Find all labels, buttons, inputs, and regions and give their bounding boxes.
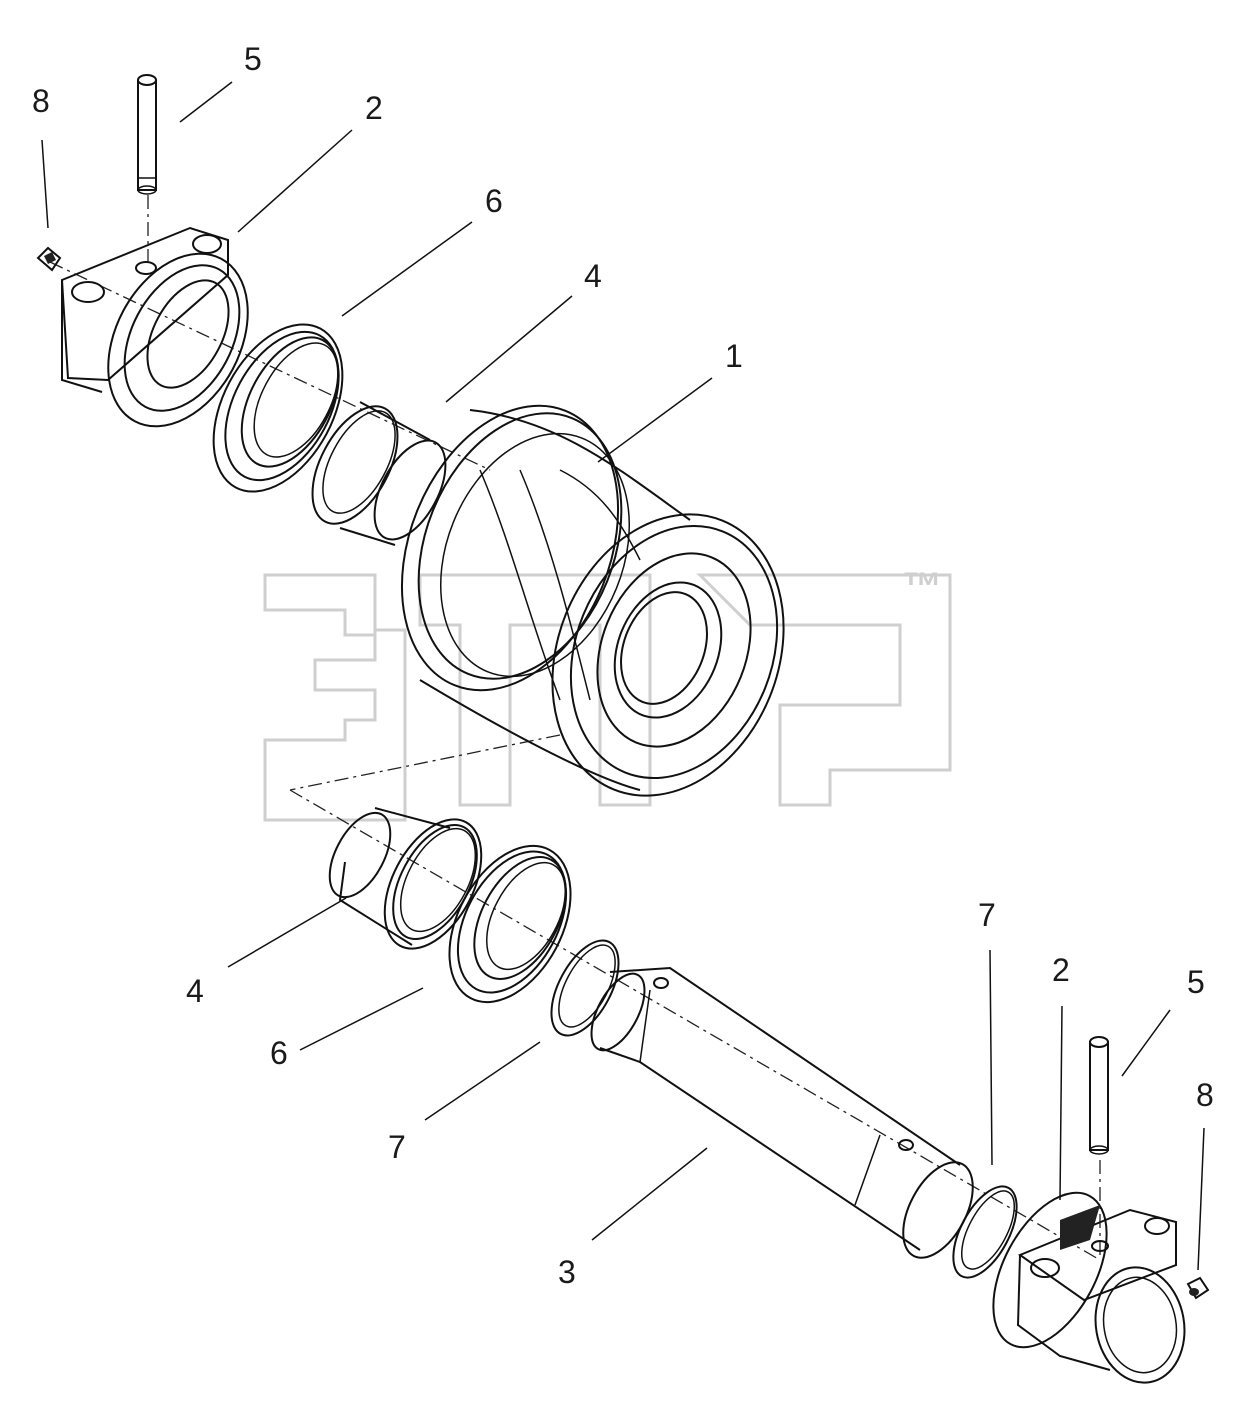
callout-1: 1 <box>725 338 743 374</box>
callout-7-left: 7 <box>388 1129 406 1165</box>
seal-lower <box>448 844 572 1004</box>
callout-2-upper: 2 <box>365 90 383 126</box>
leader-lines <box>41 81 1205 1271</box>
callout-5-upper: 5 <box>244 41 262 77</box>
grease-fitting-lower <box>1186 1276 1210 1300</box>
callout-5-lower: 5 <box>1187 964 1205 1000</box>
callout-8-lower: 8 <box>1196 1077 1214 1113</box>
grease-fitting-upper <box>36 246 62 272</box>
callout-6-upper: 6 <box>485 183 503 219</box>
bracket-lower <box>992 1191 1186 1384</box>
callout-6-lower: 6 <box>270 1035 288 1071</box>
pin-lower <box>1089 1036 1109 1155</box>
bracket-upper <box>60 226 249 428</box>
callout-3: 3 <box>558 1254 576 1290</box>
shaft <box>590 966 974 1259</box>
watermark-logo: ™ <box>263 565 952 822</box>
o-ring-right <box>952 1185 1018 1279</box>
callouts: 5 8 2 6 4 1 4 6 7 3 7 2 5 8 <box>32 41 1214 1290</box>
trademark-symbol: ™ <box>902 565 942 609</box>
callout-7-right: 7 <box>978 897 996 933</box>
assembly-axis <box>49 195 1101 1261</box>
seal-upper <box>212 323 344 493</box>
pin-upper <box>137 74 157 195</box>
bushing-upper <box>311 401 447 546</box>
callout-4-lower: 4 <box>186 973 204 1009</box>
o-ring-left <box>550 939 620 1037</box>
track-roller <box>400 404 785 797</box>
callout-8-upper: 8 <box>32 83 50 119</box>
callout-4-upper: 4 <box>584 258 602 294</box>
callout-2-lower: 2 <box>1052 952 1070 988</box>
